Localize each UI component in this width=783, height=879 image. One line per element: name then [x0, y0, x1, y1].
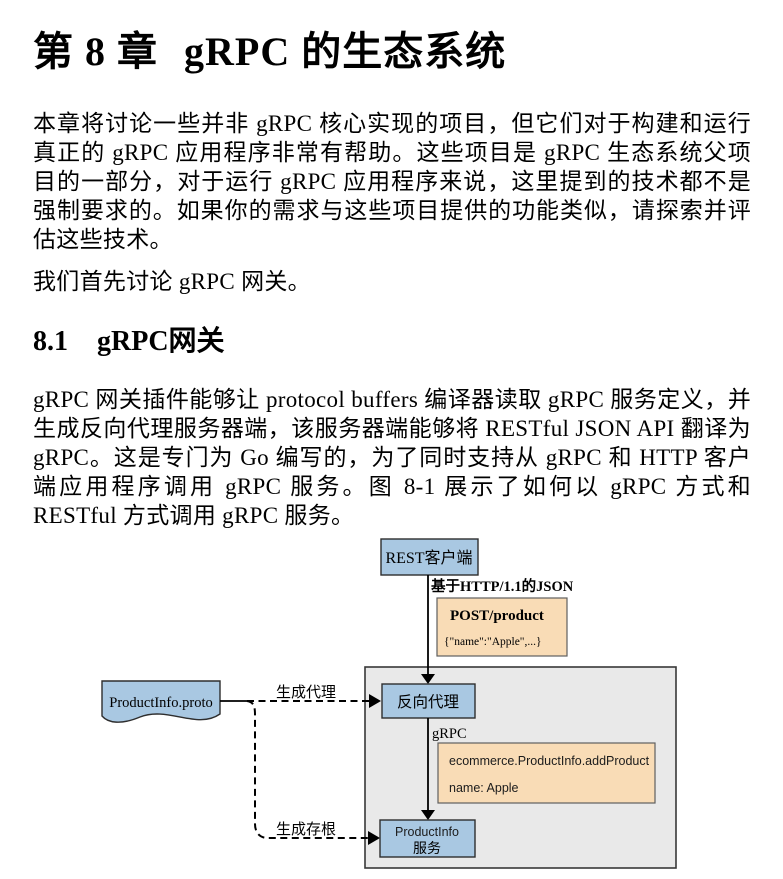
proxy-to-service-arrow	[421, 717, 435, 820]
lead-in-paragraph: 我们首先讨论 gRPC 网关。	[33, 269, 311, 294]
chapter-name: gRPC 的生态系统	[184, 29, 507, 74]
reverse-proxy-label: 反向代理	[397, 693, 459, 711]
gateway-paragraph: gRPC 网关插件能够让 protocol buffers 编译器读取 gRPC…	[33, 386, 751, 528]
http-json-label: 基于HTTP/1.1的JSON	[430, 577, 574, 595]
productinfo-service-label: 服务	[413, 841, 441, 857]
productinfo-service-name: ProductInfo	[395, 825, 459, 839]
post-request-body: {"name":"Apple",...}	[444, 636, 542, 648]
grpc-request-box	[437, 742, 656, 804]
proto-file-label: ProductInfo.proto	[109, 695, 213, 711]
intro-paragraph: 本章将讨论一些并非 gRPC 核心实现的项目，但它们对于构建和运行真正的 gRP…	[33, 111, 751, 252]
section-name: gRPC网关	[97, 326, 225, 357]
section-number: 8.1	[33, 326, 68, 357]
rest-client-label: REST客户端	[385, 549, 472, 567]
generate-proxy-arrow	[220, 693, 381, 708]
section-heading: 8.1 gRPC网关	[33, 326, 750, 358]
generate-stub-arrow	[246, 699, 380, 845]
generate-stub-label: 生成存根	[276, 821, 336, 838]
post-request-box	[436, 597, 568, 657]
grpc-label: gRPC	[432, 726, 467, 742]
post-request-title: POST/product	[450, 608, 544, 624]
proto-file-shape	[101, 680, 221, 723]
chapter-title: 第 8 章 gRPC 的生态系统	[33, 28, 750, 76]
rest-client-box	[380, 538, 479, 576]
grpc-request-method: ecommerce.ProductInfo.addProduct	[449, 754, 650, 768]
rest-to-proxy-arrow	[421, 574, 435, 684]
grpc-request-payload: name: Apple	[449, 781, 519, 795]
chapter-number: 第 8 章	[33, 29, 158, 74]
productinfo-service-box	[379, 819, 476, 858]
figure-8-1-diagram: REST客户端 基于HTTP/1.1的JSON POST/product {"n…	[0, 530, 783, 877]
generate-proxy-label: 生成代理	[276, 684, 336, 701]
